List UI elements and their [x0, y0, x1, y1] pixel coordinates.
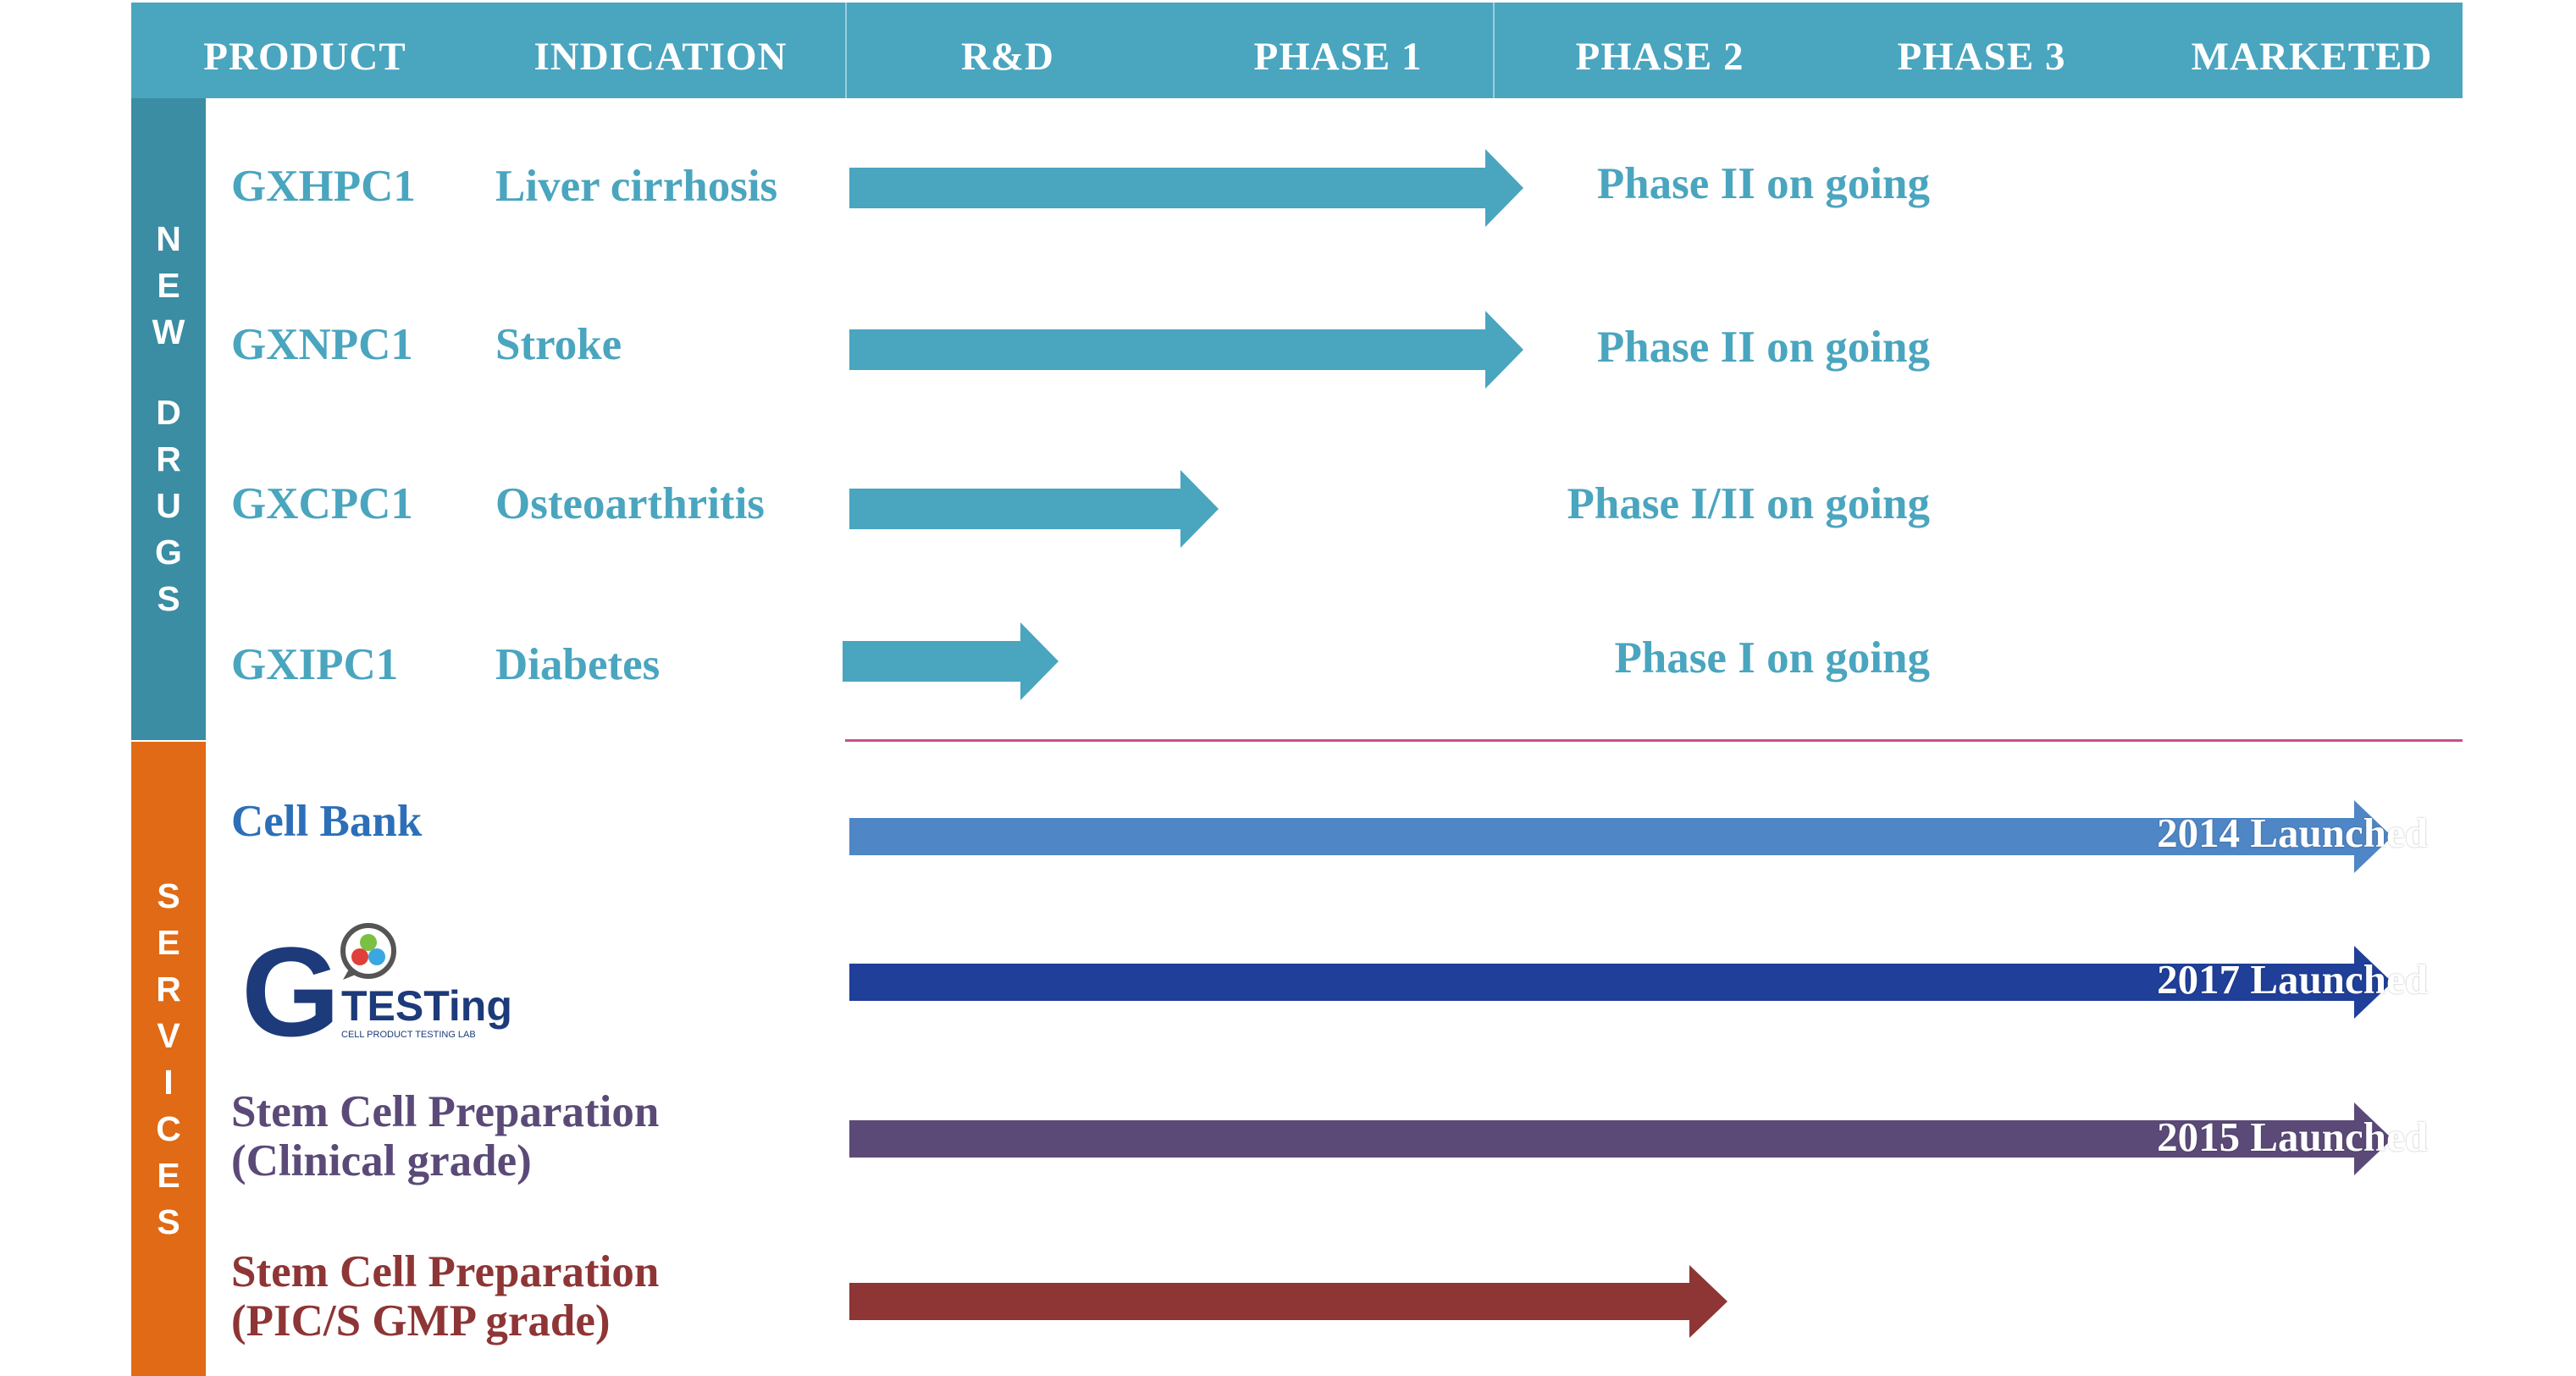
- indication-label: Diabetes: [495, 640, 661, 689]
- indication-label: Liver cirrhosis: [495, 162, 778, 211]
- service-progress-arrow: [849, 1102, 2392, 1175]
- arrow-label: 2015 Launched: [2157, 1114, 2428, 1160]
- logo-letter: G: [241, 920, 340, 1046]
- header-marketed: MARKETED: [2191, 35, 2433, 79]
- side-letter: G: [155, 533, 182, 572]
- header-indication: INDICATION: [533, 35, 788, 79]
- header-phase1: PHASE 1: [1253, 35, 1423, 79]
- side-letter: N: [156, 219, 181, 258]
- status-label: Phase II on going: [1596, 323, 1930, 372]
- drug-progress-arrow: [843, 622, 1059, 700]
- side-letter: E: [157, 922, 180, 962]
- side-letter: U: [156, 486, 181, 525]
- logo-subtext: CELL PRODUCT TESTING LAB: [341, 1030, 476, 1040]
- header-separator: [845, 3, 847, 98]
- status-label: Phase II on going: [1596, 159, 1930, 208]
- logo-text: TESTing: [341, 982, 512, 1030]
- drug-progress-arrow: [849, 149, 1523, 227]
- service-label-clinical: Stem Cell Preparation (Clinical grade): [231, 1086, 659, 1186]
- side-letter: W: [152, 312, 185, 351]
- product-label: GXIPC1: [231, 640, 399, 689]
- indication-label: Osteoarthritis: [495, 479, 765, 528]
- service-line: (Clinical grade): [231, 1136, 532, 1185]
- status-label: Phase I/II on going: [1567, 479, 1930, 528]
- header-rd: R&D: [960, 35, 1055, 79]
- service-label-cell-bank: Cell Bank: [231, 797, 423, 846]
- service-progress-arrow: [849, 800, 2392, 873]
- header-separator: [1493, 3, 1495, 98]
- side-letter: E: [157, 1155, 180, 1195]
- drug-progress-arrow: [849, 311, 1523, 389]
- header-product: PRODUCT: [203, 35, 406, 79]
- service-progress-arrow: [849, 946, 2392, 1019]
- service-line: Stem Cell Preparation: [231, 1247, 660, 1296]
- drug-progress-arrow: [849, 470, 1219, 548]
- side-letter: S: [157, 579, 180, 618]
- service-progress-arrow: [849, 1265, 1727, 1338]
- product-label: GXCPC1: [231, 479, 413, 528]
- header-phase2: PHASE 2: [1575, 35, 1744, 79]
- header-bar: [131, 3, 2463, 98]
- side-letter: E: [157, 266, 180, 305]
- arrow-label: 2017 Launched: [2157, 956, 2428, 1003]
- side-letter: C: [156, 1108, 181, 1148]
- service-label-gmp: Stem Cell Preparation (PIC/S GMP grade): [231, 1246, 659, 1346]
- gtesting-logo: G TESTing CELL PRODUCT TESTING LAB: [241, 919, 521, 1063]
- indication-label: Stroke: [495, 320, 622, 369]
- product-label: GXHPC1: [231, 162, 416, 211]
- status-label: Phase I on going: [1614, 633, 1930, 682]
- service-line: Stem Cell Preparation: [231, 1087, 660, 1136]
- side-letter: R: [156, 439, 181, 478]
- side-letter: D: [156, 393, 181, 432]
- side-letter: R: [156, 969, 181, 1009]
- side-letter: S: [157, 1202, 180, 1241]
- arrow-label: 2014 Launched: [2157, 810, 2428, 856]
- side-letter: S: [157, 876, 180, 915]
- section-divider: [845, 739, 2463, 742]
- service-line: (PIC/S GMP grade): [231, 1296, 611, 1346]
- side-letter: V: [157, 1015, 180, 1055]
- header-phase3: PHASE 3: [1897, 35, 2066, 79]
- product-label: GXNPC1: [231, 320, 413, 369]
- side-letter: I: [163, 1062, 174, 1102]
